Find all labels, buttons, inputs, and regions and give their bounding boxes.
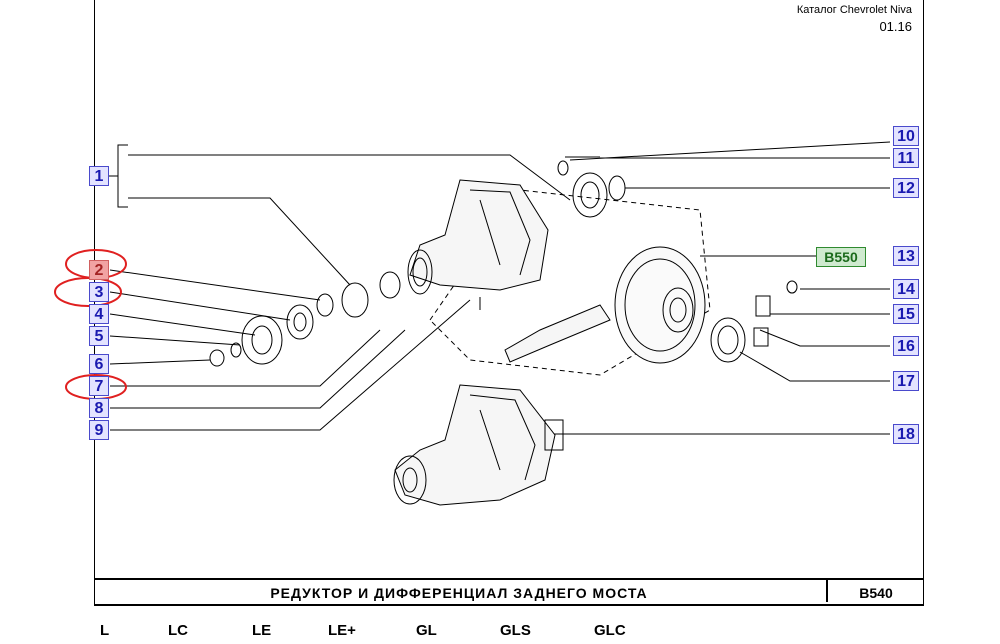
callout-6[interactable]: 6 [89, 354, 109, 374]
variant-gls: GLS [500, 622, 531, 639]
callout-9[interactable]: 9 [89, 420, 109, 440]
callout-3[interactable]: 3 [89, 282, 109, 302]
page-number: 01.16 [879, 19, 912, 34]
variant-lc: LC [168, 622, 188, 639]
callout-14[interactable]: 14 [893, 279, 919, 299]
callout-8[interactable]: 8 [89, 398, 109, 418]
variant-glc: GLC [594, 622, 626, 639]
variant-le-plus: LE+ [328, 622, 356, 639]
callout-17[interactable]: 17 [893, 371, 919, 391]
callout-11[interactable]: 11 [893, 148, 919, 168]
variant-gl: GL [416, 622, 437, 639]
callout-7[interactable]: 7 [89, 376, 109, 396]
callout-16[interactable]: 16 [893, 336, 919, 356]
callout-5[interactable]: 5 [89, 326, 109, 346]
highlight-ring-3 [54, 277, 122, 307]
frame-right [923, 0, 924, 606]
callout-15[interactable]: 15 [893, 304, 919, 324]
callout-1[interactable]: 1 [89, 166, 109, 186]
callout-18[interactable]: 18 [893, 424, 919, 444]
frame-left [94, 0, 95, 606]
variant-l: L [100, 622, 110, 639]
variant-row: L LC LE LE+ GL GLS GLC [0, 622, 1000, 642]
callout-13[interactable]: 13 [893, 246, 919, 266]
title-bar: РЕДУКТОР И ДИФФЕРЕНЦИАЛ ЗАДНЕГО МОСТА B5… [94, 578, 924, 606]
reference-b550[interactable]: B550 [816, 247, 866, 267]
diagram-code: B540 [826, 580, 924, 602]
catalog-name: Каталог Chevrolet Niva [796, 4, 912, 16]
diagram-title: РЕДУКТОР И ДИФФЕРЕНЦИАЛ ЗАДНЕГО МОСТА [270, 585, 648, 601]
callout-2[interactable]: 2 [89, 260, 109, 280]
callout-4[interactable]: 4 [89, 304, 109, 324]
variant-le: LE [252, 622, 272, 639]
callout-12[interactable]: 12 [893, 178, 919, 198]
callout-10[interactable]: 10 [893, 126, 919, 146]
